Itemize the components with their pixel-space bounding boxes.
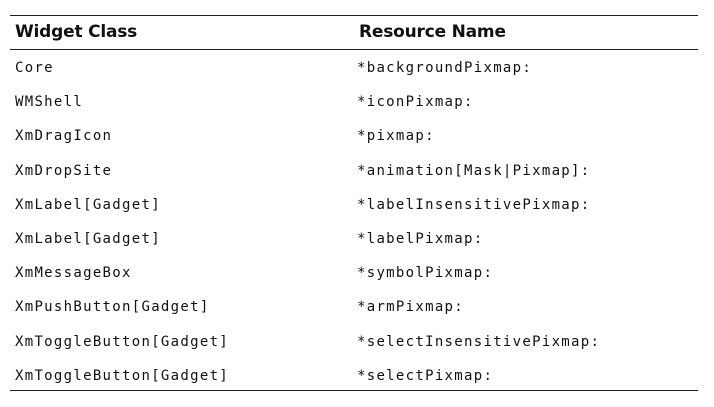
resource-name-cell: *labelPixmap: [357,230,484,247]
resource-name-cell: *pixmap: [357,128,435,145]
header-resource-name: Resource Name [359,22,506,42]
table-row: XmLabel[Gadget] *labelInsensitivePixmap: [10,187,698,221]
resource-name-cell: *selectInsensitivePixmap: [357,333,601,350]
table-bottom-rule [10,390,698,391]
widget-class-cell: XmDropSite [15,162,113,179]
widget-class-cell: Core [15,60,54,76]
widget-class-cell: XmLabel[Gadget] [15,196,161,213]
table-row: WMShell *iconPixmap: [10,84,698,118]
table-row: XmMessageBox *symbolPixmap: [10,255,698,289]
table-row: XmToggleButton[Gadget] *selectInsensitiv… [10,324,698,358]
table-row: XmLabel[Gadget] *labelPixmap: [10,221,698,255]
resource-name-cell: *selectPixmap: [357,367,494,384]
table-row: XmPushButton[Gadget] *armPixmap: [10,289,698,323]
resource-name-cell: *animation[Mask|Pixmap]: [357,162,591,179]
resource-name-cell: *armPixmap: [357,299,465,316]
widget-class-cell: XmDragIcon [15,128,113,145]
widget-class-cell: WMShell [15,94,84,111]
widget-class-cell: XmToggleButton[Gadget] [15,367,230,384]
table-top-rule [10,15,698,16]
table-row: Core *backgroundPixmap: [10,50,698,84]
table-row: XmDropSite *animation[Mask|Pixmap]: [10,153,698,187]
widget-class-cell: XmLabel[Gadget] [15,230,161,247]
widget-class-cell: XmPushButton[Gadget] [15,299,210,316]
table-body: Core *backgroundPixmap: WMShell *iconPix… [10,50,698,392]
resource-name-cell: *iconPixmap: [357,94,474,111]
resource-name-cell: *backgroundPixmap: [357,60,533,76]
widget-class-cell: XmMessageBox [15,265,132,282]
table-header-rule [10,49,698,50]
table-row: XmDragIcon *pixmap: [10,118,698,152]
resource-name-cell: *labelInsensitivePixmap: [357,196,591,213]
widget-class-cell: XmToggleButton[Gadget] [15,333,230,350]
table-header-row: Widget Class Resource Name [10,15,698,49]
table-row: XmToggleButton[Gadget] *selectPixmap: [10,358,698,392]
header-widget-class: Widget Class [15,22,138,42]
resource-name-cell: *symbolPixmap: [357,265,494,282]
